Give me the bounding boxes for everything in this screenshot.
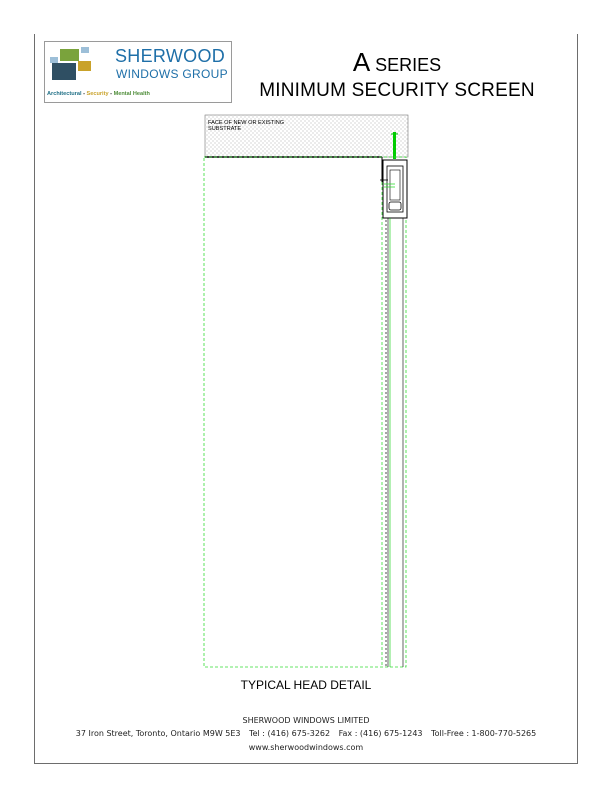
footer-address: 37 Iron Street, Toronto, Ontario M9W 5E3 [75,729,241,738]
series-word: SERIES [370,55,442,75]
head-detail-drawing: FACE OF NEW OR EXISTING SUBSTRATE [203,114,409,668]
document-title: A SERIES MINIMUM SECURITY SCREEN [238,48,556,103]
series-title: A SERIES [238,48,556,79]
drawing-caption: TYPICAL HEAD DETAIL [240,678,372,692]
footer-website[interactable]: www.sherwoodwindows.com [248,743,364,752]
tagline-separator: - [81,91,87,97]
frame-profile-slot [389,169,401,201]
company-logo: SHERWOOD WINDOWS GROUP Architectural - S… [44,41,232,103]
frame-glazing-bead [388,201,402,211]
logo-brand-line2: WINDOWS GROUP [116,67,228,81]
footer-fax: Fax : (416) 675-1243 [338,729,423,738]
page-frame-bottom [34,763,578,764]
logo-brand-line1: SHERWOOD [115,46,226,66]
series-letter: A [352,47,371,77]
substrate-label-line1: FACE OF NEW OR EXISTING [208,120,284,126]
substrate-block [204,114,409,158]
logo-blocks-icon [50,47,91,80]
footer-tollfree: Toll-Free : 1-800-770-5265 [431,729,537,738]
substrate-label-line2: SUBSTRATE [208,126,241,132]
page-frame-left [34,34,35,764]
frame-profile-inner [386,165,404,213]
tagline-separator: - [108,91,114,97]
logo-tagline: Architectural - Security - Mental Health [47,91,150,97]
tagline-mental-health: Mental Health [113,91,150,97]
product-subtitle: MINIMUM SECURITY SCREEN [259,80,535,101]
tagline-architectural: Architectural [47,91,82,97]
page-frame-right [577,34,578,764]
anchor-fastener [393,132,396,159]
footer-company: SHERWOOD WINDOWS LIMITED [242,716,370,725]
tagline-security: Security [86,91,109,97]
opening-outline [203,156,407,668]
footer-contact: 37 Iron Street, Toronto, Ontario M9W 5E3… [0,729,612,738]
footer-tel: Tel : (416) 675-3262 [249,729,331,738]
